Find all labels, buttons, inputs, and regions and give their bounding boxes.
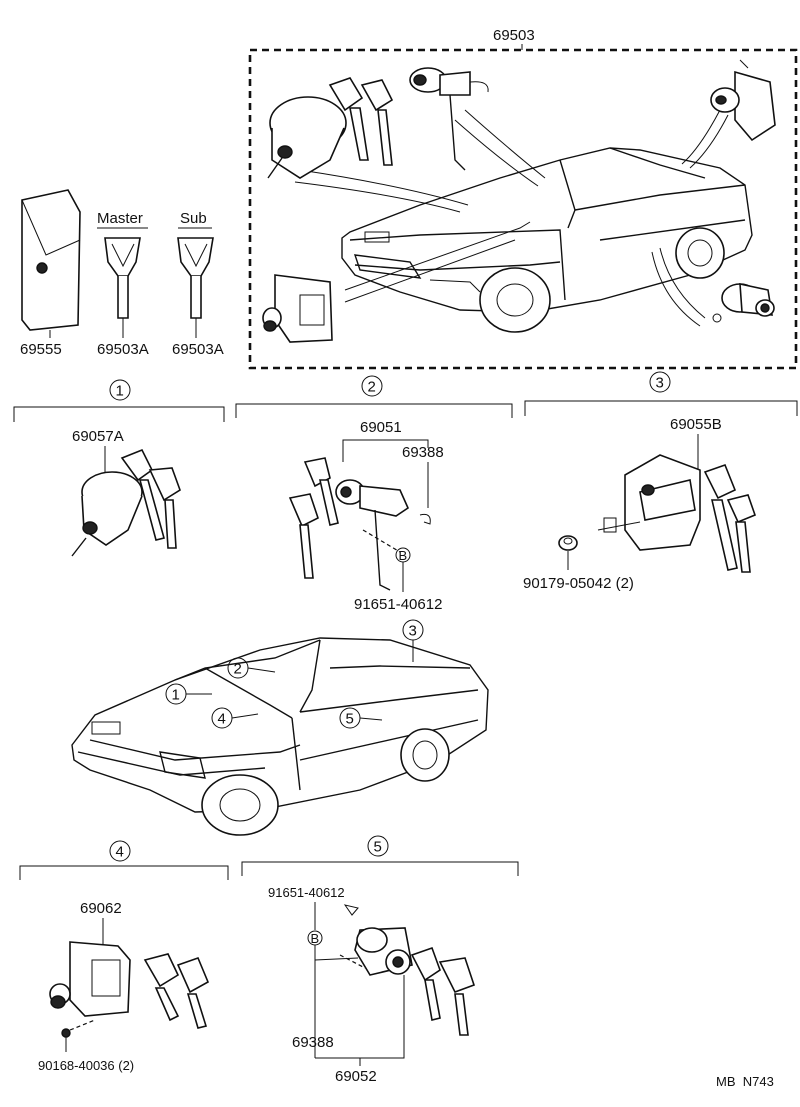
- glovebox-lock-4: [49, 941, 210, 1029]
- group-2: 2 69051 69388 B 91651-40612: [235, 375, 513, 613]
- group-5-assembly: 69052: [335, 1068, 377, 1085]
- group-1-part: 69057A: [72, 428, 124, 445]
- key-case-and-keys: 69555 Master 69503A Sub 69503A: [20, 189, 224, 358]
- nut-3: [558, 535, 578, 551]
- car-callouts: 1 2 3 4 5: [165, 619, 424, 729]
- group-3: 3 69055B 90179-05042 (2): [523, 371, 798, 592]
- group-5-clip: 69388: [292, 1034, 334, 1051]
- group-5-callout: 5: [374, 839, 382, 856]
- group-2-bolt-mark: B: [399, 548, 408, 563]
- group-5: 5 91651-40612 B 69388 69052: [241, 835, 519, 1085]
- sub-key-icon: [177, 237, 214, 338]
- group-4: 4 69062 90168-40036 (2): [19, 840, 229, 1073]
- group-5-bolt-mark: B: [311, 931, 320, 946]
- key-case: [21, 189, 81, 331]
- car-callout-3: 3: [409, 623, 417, 640]
- door-lock-cylinder-2: [288, 457, 431, 591]
- door-lock-cylinder-5: [354, 927, 476, 1036]
- part-master-key: 69503A: [97, 341, 149, 358]
- car-callout-4: 4: [218, 711, 226, 728]
- group-3-part: 69055B: [670, 416, 722, 433]
- kit-part-number: 69503: [493, 27, 535, 44]
- car-callout-2: 2: [234, 661, 242, 678]
- center-car-illustration: [71, 637, 489, 836]
- kit-hatch-cylinder: [710, 59, 776, 142]
- kit-door-cylinder: [409, 67, 489, 171]
- group-5-bolt: 91651-40612: [268, 885, 345, 900]
- kit-pointer-arrows: [294, 109, 729, 327]
- group-1: 1 69057A: [13, 379, 225, 557]
- kit-ignition-cylinder: [267, 77, 394, 179]
- group-4-callout: 4: [116, 844, 124, 861]
- group-2-bolt: 91651-40612: [354, 596, 442, 613]
- group-2-callout: 2: [368, 379, 376, 396]
- ignition-cylinder-1: [71, 448, 181, 557]
- kit-69503: 69503: [248, 27, 798, 370]
- kit-glovebox-lock: [262, 274, 333, 343]
- group-2-clip: 69388: [402, 444, 444, 461]
- part-sub-key: 69503A: [172, 341, 224, 358]
- kit-car-illustration: [341, 147, 753, 333]
- group-4-screw: 90168-40036 (2): [38, 1058, 134, 1073]
- diagram-code: MB N743: [716, 1074, 774, 1089]
- group-2-assembly: 69051: [360, 419, 402, 436]
- group-4-part: 69062: [80, 900, 122, 917]
- master-key-icon: [104, 237, 141, 338]
- hatch-lock-3: [597, 454, 757, 573]
- part-key-case: 69555: [20, 341, 62, 358]
- car-callout-1: 1: [172, 687, 180, 704]
- kit-door-cylinder-right: [712, 282, 775, 323]
- group-3-nut: 90179-05042 (2): [523, 575, 634, 592]
- label-sub: Sub: [180, 210, 207, 227]
- group-1-callout: 1: [116, 383, 124, 400]
- label-master: Master: [97, 210, 143, 227]
- car-callout-5: 5: [346, 711, 354, 728]
- group-3-callout: 3: [656, 375, 664, 392]
